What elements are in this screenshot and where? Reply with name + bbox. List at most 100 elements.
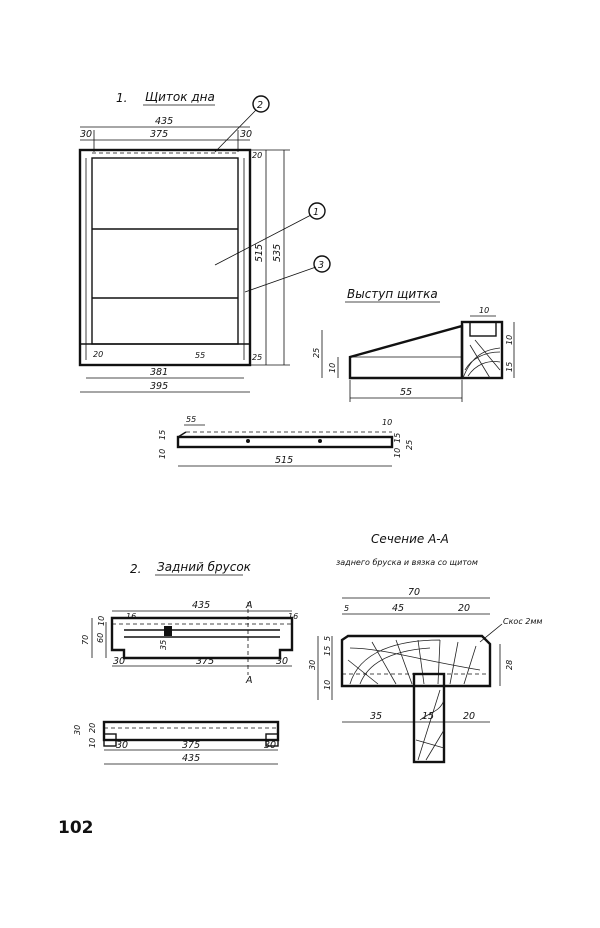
panel-side-view: 55 15 10 515 10 15 10 25 <box>158 415 414 467</box>
profile-notch <box>469 321 497 337</box>
callout-3-leader <box>244 266 317 293</box>
section1-title: Щиток дна <box>145 90 215 104</box>
callout-2-circle <box>252 95 270 113</box>
bar2-dim-10: 10 <box>88 738 97 748</box>
panel-outline <box>78 148 252 367</box>
side-view-nail <box>318 439 322 443</box>
section-aa-title: Сечение А-А <box>371 532 449 546</box>
section-aa-drawing: Сечение А-А заднего бруска и вязка со щи… <box>308 532 542 764</box>
aa-dim-left-10: 10 <box>323 680 332 690</box>
aa-panel-section <box>412 672 446 764</box>
bar2-outline <box>102 720 280 742</box>
aa-dim-15: 15 <box>422 711 434 722</box>
dim-bot-55: 55 <box>195 351 205 360</box>
back-bar-drawing: 2. Задний брусок 435 А 10 16 16 А 70 60 … <box>81 560 298 686</box>
profile-title: Выступ щитка <box>347 287 438 301</box>
section2-number: 2. <box>130 562 141 576</box>
dim-bot-381: 381 <box>150 367 168 378</box>
profile-dim-top-10: 10 <box>479 306 489 315</box>
callout-2-label: 2 <box>257 100 263 111</box>
side-view-bevel <box>177 431 187 438</box>
side-dim-10: 10 <box>158 449 167 459</box>
bar-section-mark-top: А <box>245 600 253 611</box>
bar-section-mark-bottom: А <box>245 675 253 686</box>
aa-panel-grain <box>415 689 445 761</box>
page-number: 102 <box>58 818 94 838</box>
section2-title: Задний брусок <box>157 560 252 574</box>
aa-dim-5: 5 <box>344 604 349 613</box>
back-bar-top-view: 30 20 10 30 375 30 435 <box>73 720 280 765</box>
bar-dim-35: 35 <box>159 640 168 650</box>
bar2-dim-30-left: 30 <box>116 740 128 751</box>
bar-dim-70: 70 <box>81 635 90 645</box>
aa-note-bevel: Скос 2мм <box>503 617 542 626</box>
aa-dim-70: 70 <box>408 587 420 598</box>
dim-top-375: 375 <box>150 129 168 140</box>
side-dim-15: 15 <box>158 430 167 440</box>
bar-dim-375: 375 <box>196 656 214 667</box>
bar-dim-16-right: 16 <box>288 612 298 621</box>
profile-wedge <box>348 324 464 380</box>
dim-right-535: 535 <box>272 244 283 262</box>
dim-right-515: 515 <box>254 244 265 262</box>
dim-top-30-left: 30 <box>80 129 92 140</box>
side-dim-right-10b: 10 <box>393 448 402 458</box>
callout-1-label: 1 <box>313 207 319 218</box>
dim-top-30-right: 30 <box>240 129 252 140</box>
aa-dim-45: 45 <box>392 603 404 614</box>
bar-dim-435: 435 <box>192 600 210 611</box>
dim-bot-395: 395 <box>150 381 168 392</box>
bar2-dim-375: 375 <box>182 740 200 751</box>
profile-dim-55: 55 <box>400 387 412 398</box>
aa-dim-left-5: 5 <box>323 636 332 641</box>
panel-inner-frame <box>91 157 239 345</box>
bar-dim-16-left: 16 <box>126 612 136 621</box>
profile-dim-25: 25 <box>312 348 321 358</box>
side-dim-right-15: 15 <box>393 433 402 443</box>
dim-top-435: 435 <box>155 116 173 127</box>
callout-1-circle <box>308 202 326 220</box>
bar2-dim-435: 435 <box>182 753 200 764</box>
aa-dim-35: 35 <box>370 711 382 722</box>
side-dim-right-25: 25 <box>405 440 414 450</box>
bar2-end-right <box>265 733 279 747</box>
bar-nail-mark <box>164 626 172 636</box>
side-view-body <box>176 435 394 449</box>
bar-outline <box>110 616 294 660</box>
panel-profile-drawing: Выступ щитка 10 25 10 55 10 15 <box>312 287 515 402</box>
aa-dim-20: 20 <box>458 603 470 614</box>
profile-wood-grain <box>462 339 501 379</box>
aa-dim-bot-20: 20 <box>463 711 475 722</box>
bottom-panel-drawing: 1. Щиток дна 435 30 375 30 20 55 25 20 5… <box>78 90 331 393</box>
aa-bar-section <box>340 634 492 688</box>
aa-bar-grain <box>347 639 481 685</box>
dim-bot-25: 25 <box>252 353 262 362</box>
profile-dim-10: 10 <box>328 363 337 373</box>
bar2-dim-30: 30 <box>73 725 82 735</box>
section-aa-subtitle: заднего бруска и вязка со щитом <box>336 558 478 567</box>
callout-3-label: 3 <box>318 260 324 271</box>
profile-dim-right-10: 10 <box>505 335 514 345</box>
bar-dim-60: 60 <box>96 633 105 643</box>
dim-right-20: 20 <box>252 151 262 160</box>
note-leader <box>479 623 503 643</box>
section1-number: 1. <box>116 91 127 105</box>
callout-1-leader <box>214 214 312 266</box>
bar2-dim-30-right: 30 <box>264 740 276 751</box>
dim-bot-20: 20 <box>93 350 103 359</box>
bar2-dim-20: 20 <box>88 723 97 733</box>
bar-dim-10: 10 <box>97 616 106 626</box>
callout-2-leader <box>214 109 257 153</box>
aa-dim-left-15: 15 <box>323 646 332 656</box>
bar2-end-left <box>103 733 117 747</box>
side-dim-right-10: 10 <box>382 418 392 427</box>
side-dim-515: 515 <box>275 455 293 466</box>
profile-dim-right-15: 15 <box>505 362 514 372</box>
bar-dim-30-right: 30 <box>276 656 288 667</box>
aa-dim-right-28: 28 <box>505 660 514 670</box>
callout-3-circle <box>313 255 331 273</box>
side-view-nail <box>246 439 250 443</box>
aa-dim-left-30: 30 <box>308 660 317 670</box>
